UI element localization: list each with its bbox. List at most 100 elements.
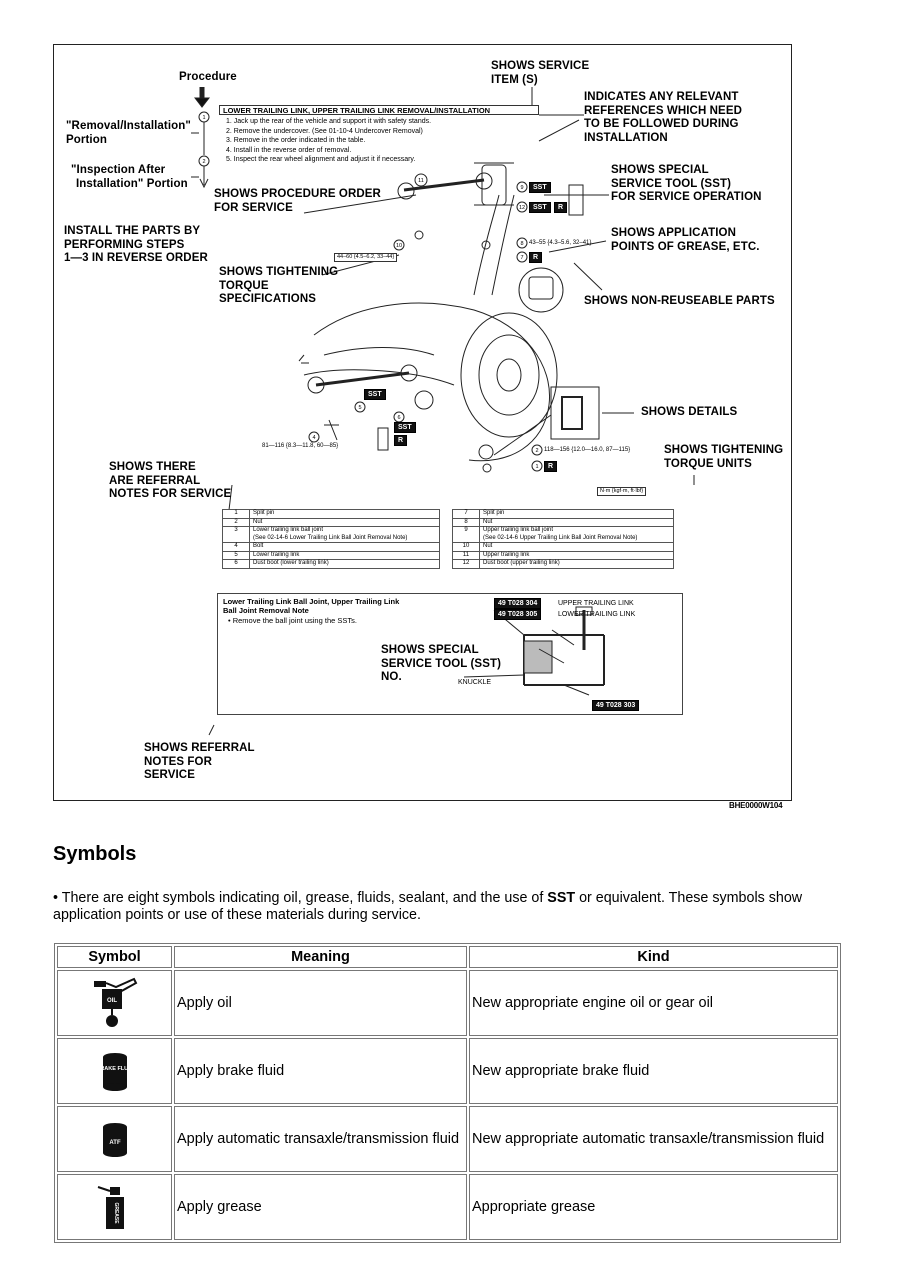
removal-installation-label: "Removal/Installation"Portion bbox=[66, 120, 191, 146]
table-row: OIL Apply oil New appropriate engine oil… bbox=[57, 970, 838, 1036]
procedure-title: LOWER TRAILING LINK, UPPER TRAILING LINK… bbox=[219, 105, 539, 115]
kind-cell: Appropriate grease bbox=[469, 1174, 838, 1240]
diagram-drawing: 11 9 12 8 7 10 5 4 6 2 1 1 2 bbox=[191, 87, 695, 736]
r-badge: R bbox=[529, 252, 543, 263]
sst-badge: SST bbox=[364, 389, 386, 400]
kind-cell: New appropriate brake fluid bbox=[469, 1038, 838, 1104]
torque-spec: 118—156 {12.0—16.0, 87—115} bbox=[544, 447, 631, 453]
note-title: Lower Trailing Link Ball Joint, Upper Tr… bbox=[223, 597, 400, 615]
procedure-step: 2. Remove the undercover. (See 01-10-4 U… bbox=[226, 127, 423, 135]
procedure-step: 1. Jack up the rear of the vehicle and s… bbox=[226, 118, 432, 125]
kind-cell: New appropriate engine oil or gear oil bbox=[469, 970, 838, 1036]
r-badge: R bbox=[394, 435, 408, 446]
brake-fluid-icon: BRAKE FLUID bbox=[96, 1053, 133, 1091]
callout-12: 12 bbox=[519, 205, 525, 211]
sst-badge: SST bbox=[529, 182, 551, 193]
grease-icon: GREASE bbox=[97, 1186, 124, 1229]
procedure-steps: 1. Jack up the rear of the vehicle and s… bbox=[226, 117, 431, 165]
callout-9: 9 bbox=[520, 185, 523, 191]
callout-4: 4 bbox=[312, 435, 315, 441]
oil-can-icon: OIL bbox=[93, 977, 137, 1027]
referral-note: (See 02-14-6 Lower Trailing Link Ball Jo… bbox=[253, 534, 408, 541]
procedure-label: Procedure bbox=[179, 71, 237, 83]
sst-upper-label: UPPER TRAILING LINK bbox=[558, 600, 634, 607]
callout-1: 1 bbox=[535, 464, 538, 470]
icon-label: OIL bbox=[107, 998, 117, 1004]
shows-details-label: SHOWS DETAILS bbox=[641, 406, 738, 418]
callout-7: 7 bbox=[520, 255, 523, 261]
kind-cell: New appropriate automatic transaxle/tran… bbox=[469, 1106, 838, 1172]
meaning-cell: Apply brake fluid bbox=[174, 1038, 467, 1104]
callout-6: 6 bbox=[397, 415, 400, 421]
meaning-cell: Apply oil bbox=[174, 970, 467, 1036]
callout-5: 5 bbox=[358, 405, 361, 411]
sst-number-badge: 49 T028 304 bbox=[494, 598, 542, 609]
torque-spec: 43–55 {4.3–5.6, 32–41} bbox=[529, 240, 592, 246]
torque-units: N·m {kgf·m, ft·lbf} bbox=[597, 487, 647, 496]
table-row: BRAKE FLUID Apply brake fluid New approp… bbox=[57, 1038, 838, 1104]
callout-8: 8 bbox=[520, 241, 523, 247]
sst-badge: SST bbox=[394, 422, 416, 433]
torque-spec: 81—116 {8.3—11.8, 60—85} bbox=[262, 443, 339, 449]
symbols-heading: Symbols bbox=[53, 843, 137, 865]
removal-note-box: Lower Trailing Link Ball Joint, Upper Tr… bbox=[217, 593, 683, 715]
sst-number-badge: 49 T028 303 bbox=[592, 700, 640, 711]
icon-label: GREASE bbox=[113, 1202, 119, 1224]
table-row: GREASE Apply grease Appropriate grease bbox=[57, 1174, 838, 1240]
column-header: Kind bbox=[469, 946, 838, 968]
r-badge: R bbox=[554, 202, 568, 213]
figure-caption: BHE0000W104 bbox=[729, 801, 783, 810]
callout-step-2: 2 bbox=[202, 159, 205, 165]
r-badge: R bbox=[544, 461, 558, 472]
icon-label: ATF bbox=[109, 1140, 121, 1146]
note-bullet: • Remove the ball joint using the SSTs. bbox=[228, 616, 357, 625]
meaning-cell: Apply grease bbox=[174, 1174, 467, 1240]
shows-nonreuseable-label: SHOWS NON-REUSEABLE PARTS bbox=[584, 295, 775, 307]
callout-10: 10 bbox=[396, 243, 402, 249]
service-diagram: 11 9 12 8 7 10 5 4 6 2 1 1 2 Procedure "… bbox=[53, 44, 792, 801]
column-header: Symbol bbox=[57, 946, 172, 968]
callout-2: 2 bbox=[535, 448, 538, 454]
sst-number-badge: 49 T028 305 bbox=[494, 609, 542, 620]
sst-lower-label: LOWER TRAILING LINK bbox=[558, 611, 636, 618]
atf-icon: ATF bbox=[102, 1123, 127, 1157]
meaning-cell: Apply automatic transaxle/transmission f… bbox=[174, 1106, 467, 1172]
referral-note: (See 02-14-6 Upper Trailing Link Ball Jo… bbox=[483, 534, 638, 541]
sst-badge: SST bbox=[529, 202, 551, 213]
callout-step-1: 1 bbox=[202, 115, 205, 121]
table-row: ATF Apply automatic transaxle/transmissi… bbox=[57, 1106, 838, 1172]
column-header: Meaning bbox=[174, 946, 467, 968]
callout-11: 11 bbox=[418, 178, 424, 184]
torque-spec: 44–60 {4.5–6.2, 33–44} bbox=[334, 253, 398, 262]
knuckle-label: KNUCKLE bbox=[458, 679, 492, 686]
table-header-row: Symbol Meaning Kind bbox=[57, 946, 838, 968]
symbols-table: Symbol Meaning Kind OIL Apply oil New ap… bbox=[54, 943, 841, 1243]
procedure-step: 4. Install in the reverse order of remov… bbox=[226, 146, 352, 154]
symbols-intro: • There are eight symbols indicating oil… bbox=[53, 890, 803, 923]
procedure-step: 3. Remove in the order indicated in the … bbox=[226, 137, 366, 144]
